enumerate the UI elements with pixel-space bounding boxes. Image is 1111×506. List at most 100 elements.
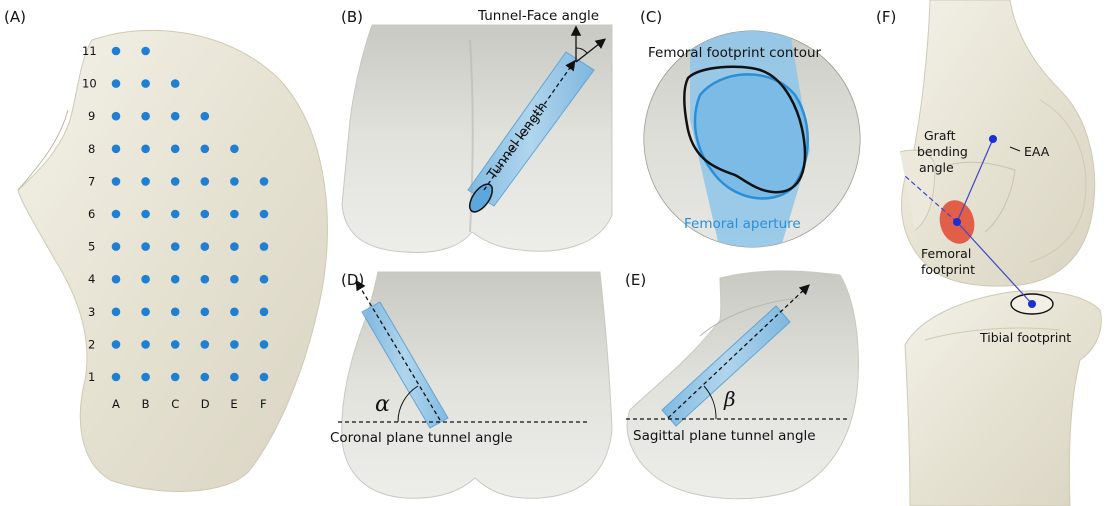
grid-row-label: 2	[88, 337, 95, 351]
panel-label-d: (D)	[341, 271, 364, 289]
grid-col-label: A	[112, 397, 120, 411]
sagittal-angle-label: Sagittal plane tunnel angle	[633, 428, 816, 444]
grid-point	[111, 274, 121, 284]
grid-point	[141, 209, 150, 219]
beta-symbol: β	[723, 387, 736, 411]
grid-point	[170, 274, 180, 284]
grid-row-label: 6	[88, 207, 95, 221]
grid-point	[141, 46, 150, 56]
grid-point	[111, 372, 121, 382]
grid-row-label: 10	[82, 77, 97, 91]
graft-label-line3: angle	[919, 160, 954, 175]
quadrant-grid	[111, 46, 269, 382]
grid-point	[170, 372, 180, 382]
grid-point	[141, 340, 150, 349]
tibial-plateau-edge	[924, 327, 1061, 341]
tunnel-cylinder-e	[661, 305, 791, 427]
grid-point	[170, 340, 180, 349]
eaa-marker	[989, 135, 997, 143]
graft-extension-line	[904, 175, 958, 223]
femoral-aperture-label: Femoral aperture	[684, 216, 801, 232]
panel-label-a: (A)	[4, 8, 26, 26]
alpha-symbol: α	[375, 392, 390, 417]
grid-point	[170, 144, 180, 154]
femoral-footprint-label-line1: Femoral	[921, 246, 971, 261]
grid-point	[111, 111, 121, 121]
panel-label-f: (F)	[876, 8, 896, 26]
grid-point	[170, 111, 180, 121]
grid-point	[259, 242, 269, 251]
grid-point	[141, 177, 150, 186]
tibial-footprint-label: Tibial footprint	[979, 330, 1071, 345]
condyle-edge-shade	[17, 109, 69, 191]
tibia-bone-f	[904, 290, 1102, 506]
grid-point	[111, 46, 121, 56]
grid-point	[200, 111, 210, 121]
grid-point	[141, 307, 150, 317]
graft-label-line1: Graft	[924, 128, 956, 143]
lateral-condyle-edge	[1029, 99, 1087, 263]
panel-label-b: (B)	[341, 8, 363, 26]
grid-point	[111, 144, 121, 154]
femoral-center-marker	[953, 218, 961, 226]
grid-point	[230, 340, 239, 349]
grid-row-label: 3	[88, 305, 95, 319]
grid-point	[111, 242, 121, 251]
panel-e: (E) β Sagittal plane tunnel angle	[625, 270, 859, 500]
femoral-footprint-label-line2: footprint	[921, 262, 975, 277]
grid-point	[141, 79, 150, 88]
grid-point	[141, 111, 150, 121]
tunnel-axis-b	[483, 59, 576, 191]
femoral-footprint-contour	[683, 65, 807, 194]
grid-point	[200, 340, 210, 349]
grid-point	[111, 209, 121, 219]
grid-row-label: 1	[88, 370, 95, 384]
grid-point	[230, 144, 239, 154]
grid-col-label: B	[142, 397, 150, 411]
grid-point	[141, 274, 150, 284]
alpha-arc	[397, 385, 419, 423]
intercondylar-shade	[469, 39, 474, 233]
tunnel-cylinder-d	[361, 301, 449, 429]
grid-point	[200, 177, 210, 186]
grid-point	[141, 144, 150, 154]
panel-d: (D) α Coronal plane tunnel angle	[330, 271, 613, 499]
tunnel-direction-arrow	[575, 38, 607, 63]
grid-col-label: F	[260, 397, 267, 411]
grid-point	[111, 307, 121, 317]
grid-point	[259, 209, 269, 219]
footprint-contour-label: Femoral footprint contour	[648, 45, 822, 61]
grid-col-label: C	[171, 397, 179, 411]
femur-coronal-view	[341, 271, 613, 499]
panel-f: (F) Graft bending angle EAA Femoral foot…	[876, 0, 1102, 506]
condyle-outline-e	[699, 297, 801, 337]
grid-point	[200, 274, 210, 284]
grid-row-label: 8	[88, 142, 95, 156]
grid-point	[230, 242, 239, 251]
panel-c: (C) Femoral footprint contour Femoral ap…	[640, 8, 861, 248]
grid-row-label: 9	[88, 109, 95, 123]
grid-point	[259, 307, 269, 317]
grid-point	[170, 79, 180, 88]
grid-point	[200, 242, 210, 251]
beta-arc	[703, 385, 717, 420]
femur-sagittal-view	[626, 270, 859, 500]
grid-row-label: 5	[88, 240, 95, 254]
eaa-line	[956, 138, 994, 223]
coronal-angle-label: Coronal plane tunnel angle	[330, 430, 513, 446]
grid-point	[200, 144, 210, 154]
tunnel-face-angle-label: Tunnel-Face angle	[477, 8, 599, 24]
grid-point	[259, 372, 269, 382]
graft-label-line2: bending	[917, 144, 968, 159]
grid-point	[141, 372, 150, 382]
grid-point	[230, 274, 239, 284]
face-angle-arc	[575, 47, 588, 54]
patella-edge	[899, 149, 936, 231]
grid-col-label: D	[201, 397, 210, 411]
grid-point	[230, 372, 239, 382]
tibial-center-marker	[1028, 300, 1036, 308]
grid-point	[111, 177, 121, 186]
grid-point	[170, 307, 180, 317]
